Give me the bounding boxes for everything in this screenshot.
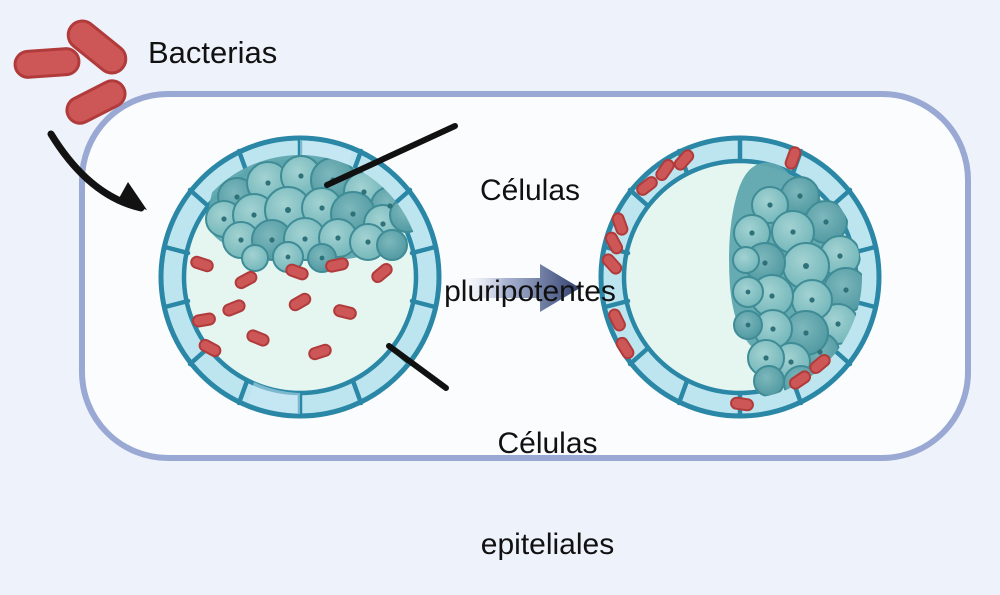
organoid-before-infection [158,135,442,419]
diagram-canvas [13,19,971,461]
label-pluripotent-cells: Células pluripotentes [430,107,630,342]
label-epithelial-line2: epiteliales [480,527,615,561]
leader-line-epithelial [386,343,449,391]
label-bacterias: Bacterias [148,35,278,70]
pluripotent-nuclei [221,173,393,261]
transition-arrow [466,264,580,312]
organoid-after-infection [598,135,882,419]
leader-line-pluripotent [324,123,458,188]
label-pluripotent-line2: pluripotentes [444,274,616,308]
pluripotent-nuclei-right [745,193,849,365]
pluripotent-cell-cluster [205,155,422,273]
label-epithelial-line1: Células [497,427,598,461]
extracellular-bacteria [13,19,128,125]
bacteria-entry-arrow [47,130,147,212]
label-epithelial-cells: Células epiteliales [455,360,640,595]
label-pluripotent-line1: Células [479,174,581,208]
